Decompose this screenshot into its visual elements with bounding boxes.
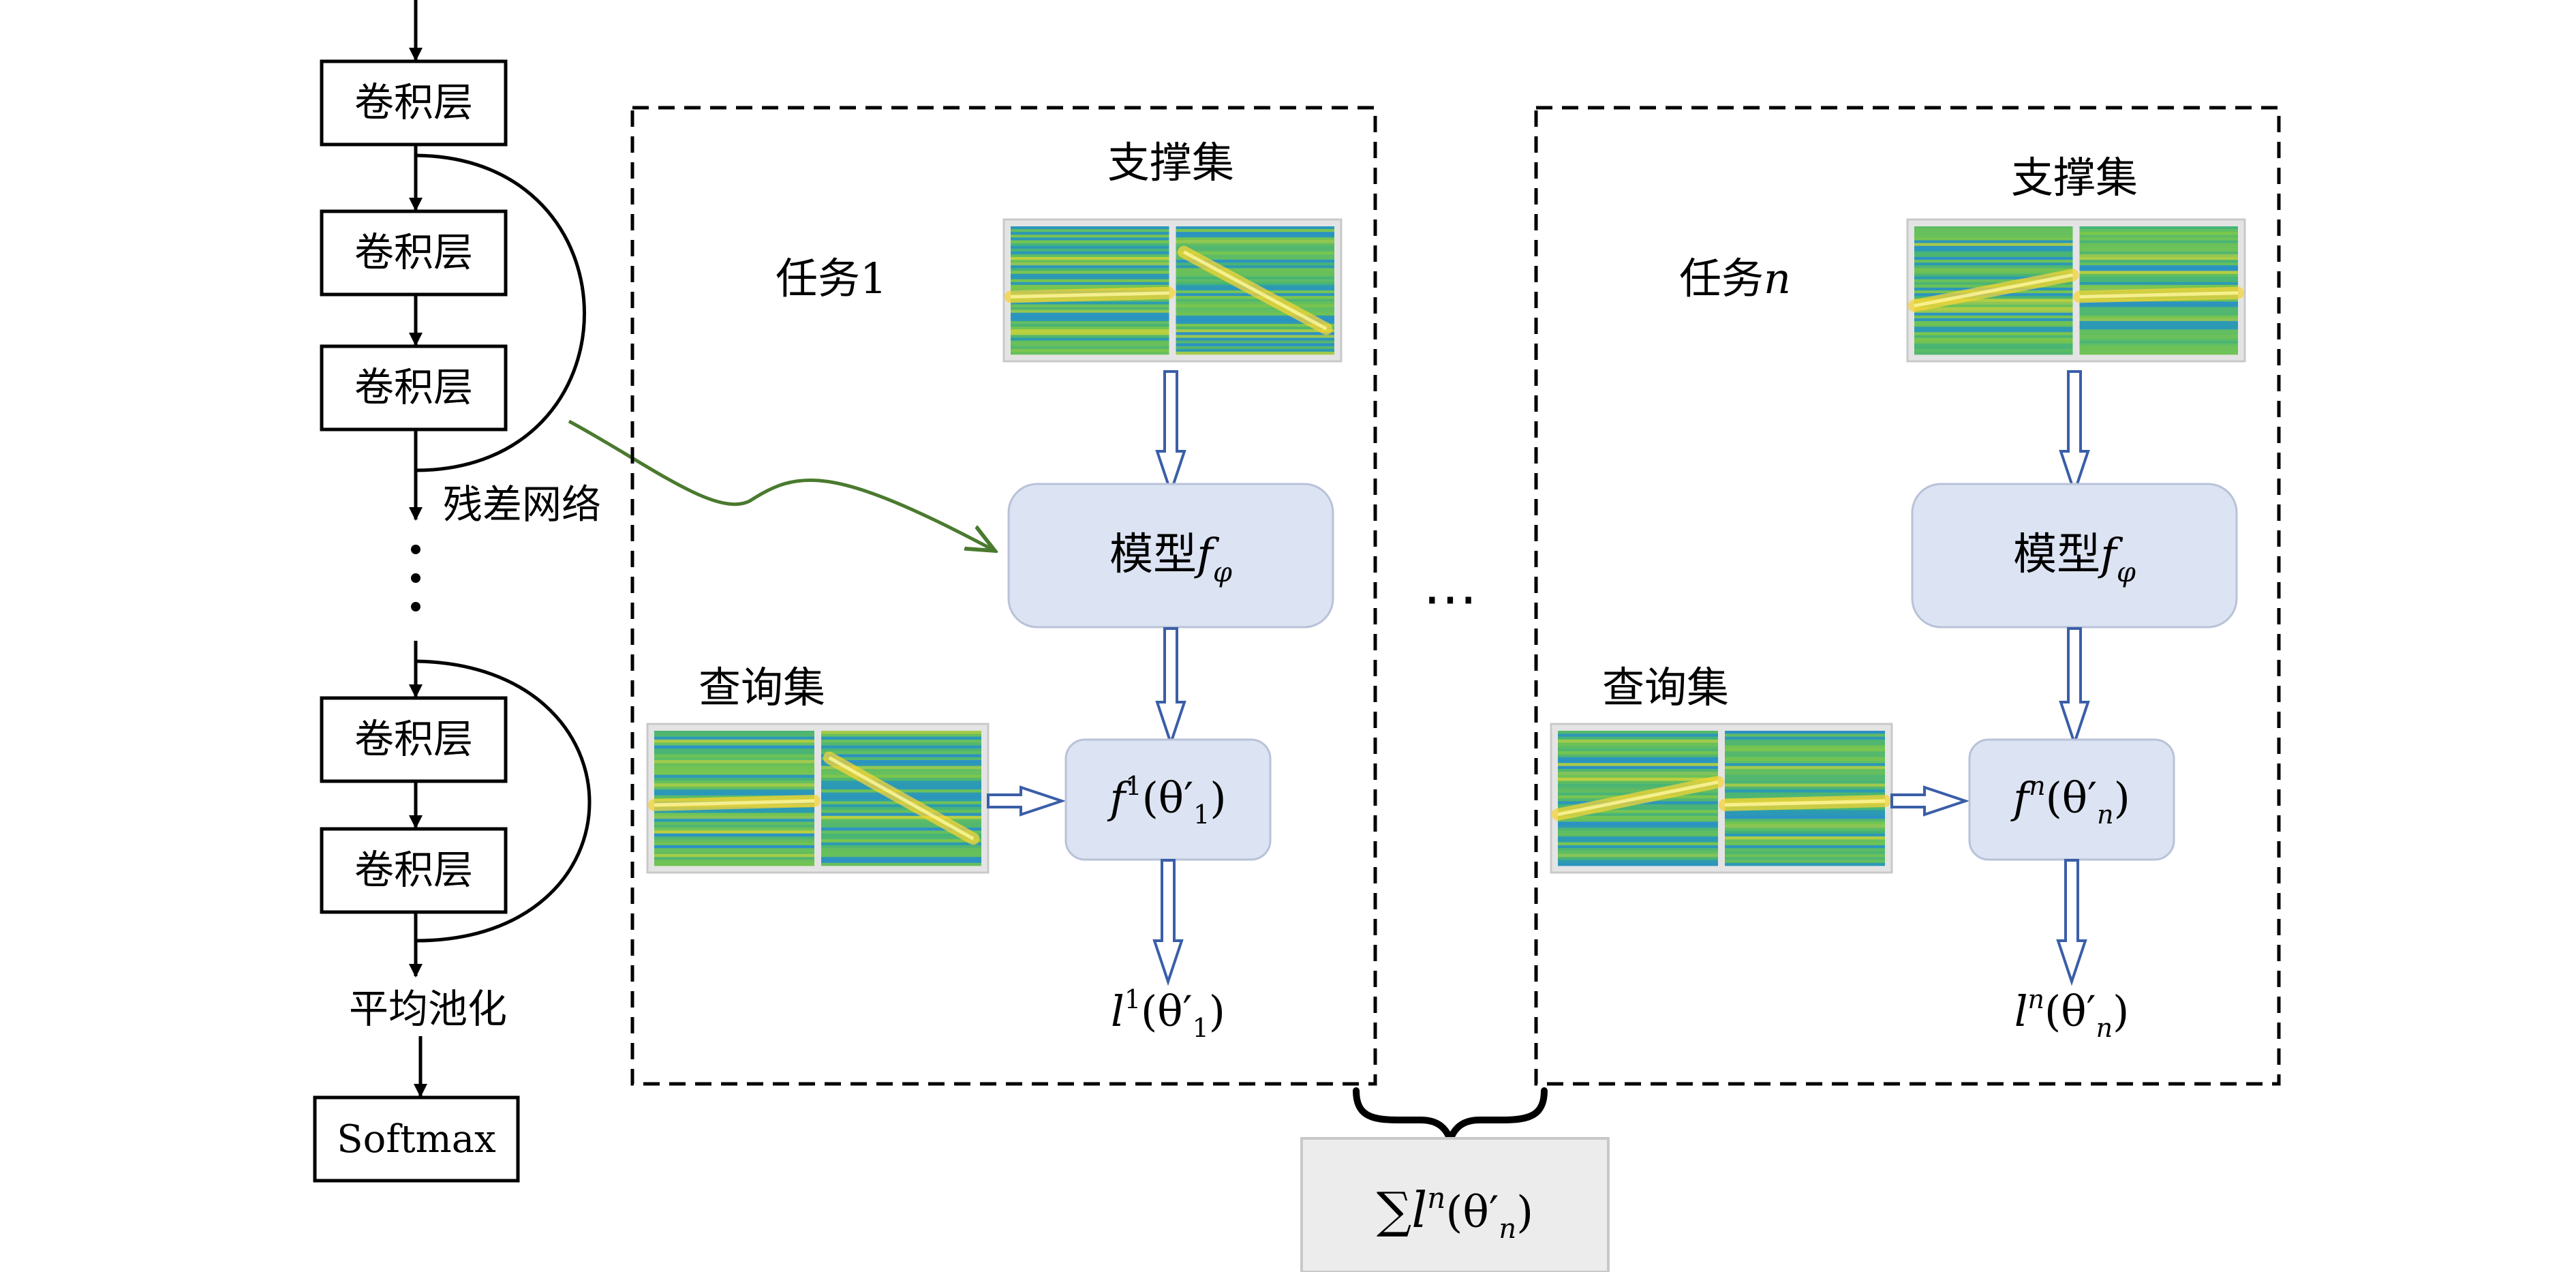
conv-layer-3: 卷积层 <box>320 344 508 431</box>
adapted-sup: 1 <box>1125 771 1141 801</box>
spectrogram-panel <box>1719 731 1891 866</box>
spectrogram-panel <box>1176 226 1334 355</box>
model-subscript: φ <box>2117 557 2136 588</box>
adapted-theta: (θ′ <box>1142 773 1194 823</box>
query-set-label: 查询集 <box>699 663 825 712</box>
adapted-model-formula: fn(θ′n) <box>2010 771 2130 830</box>
task-label: 任务n <box>1679 254 1791 303</box>
task-index: 1 <box>860 254 887 303</box>
conv-layer-label: 卷积层 <box>354 364 473 410</box>
adapted-theta-sub: 1 <box>1193 800 1210 830</box>
task-index: n <box>1764 254 1791 303</box>
model-box: 模型fφ <box>1007 483 1334 629</box>
network-to-model-arrow <box>568 419 995 551</box>
task-label-prefix: 任务 <box>1679 254 1764 303</box>
conv-layer-label: 卷积层 <box>354 847 473 893</box>
adapted-sup: n <box>2029 771 2045 801</box>
model-to-adapted-arrow <box>2059 627 2090 748</box>
loss-sum-box: ∑ln(θ′n) <box>1300 1137 1610 1272</box>
conv-layer-5: 卷积层 <box>320 827 508 914</box>
adapted-model-formula: f1(θ′1) <box>1107 771 1226 830</box>
support-to-model-arrow <box>1155 370 1186 497</box>
loss-sup: n <box>2028 984 2044 1014</box>
spectrogram-panel <box>1552 731 1724 866</box>
conv-layer-label: 卷积层 <box>354 79 473 125</box>
query-to-adapted-arrow <box>987 785 1067 817</box>
adapted-to-loss-arrow <box>1152 859 1184 986</box>
residual-network-label: 残差网络 <box>443 481 601 528</box>
model-label-text: 模型 <box>2013 530 2100 580</box>
sum-theta-sub: n <box>1499 1213 1516 1245</box>
adapted-close: ) <box>2114 773 2130 823</box>
adapted-theta-sub: n <box>2097 800 2113 830</box>
loss-close: ) <box>1209 986 1225 1036</box>
model-subscript: φ <box>1213 557 1232 588</box>
support-set-label: 支撑集 <box>2011 153 2138 202</box>
support-set-image <box>1906 218 2246 363</box>
loss-sum-formula: ∑ln(θ′n) <box>1377 1181 1533 1245</box>
model-to-adapted-arrow <box>1155 627 1186 748</box>
loss-l: l <box>2014 986 2028 1036</box>
softmax-label: Softmax <box>337 1117 495 1162</box>
spectrogram-panel <box>2073 226 2244 355</box>
loss-theta: (θ′ <box>1141 986 1193 1036</box>
query-to-adapted-arrow <box>1890 785 1970 817</box>
conv-layer-label: 卷积层 <box>354 229 473 275</box>
query-set-label: 查询集 <box>1602 663 1729 712</box>
sum-close-paren: ) <box>1516 1187 1533 1238</box>
support-set-label: 支撑集 <box>1107 138 1234 187</box>
loss-close: ) <box>2113 986 2129 1036</box>
task-loss-formula: l1(θ′1) <box>1111 984 1225 1043</box>
task-label-prefix: 任务 <box>776 254 860 303</box>
softmax-box: Softmax <box>313 1095 520 1183</box>
loss-sup: 1 <box>1124 984 1141 1014</box>
residual-skip-1 <box>415 153 586 472</box>
query-set-image <box>1550 723 1893 874</box>
loss-l: l <box>1111 986 1124 1036</box>
loss-theta: (θ′ <box>2044 986 2096 1036</box>
spectrogram-panel <box>1908 226 2079 355</box>
adapted-close: ) <box>1210 773 1226 823</box>
model-label: 模型fφ <box>1109 530 1232 588</box>
task-loss-formula: ln(θ′n) <box>2014 984 2130 1043</box>
spectrogram-panel <box>821 731 981 866</box>
query-set-image <box>646 723 990 874</box>
task-panels: 任务1支撑集模型fφ查询集f1(θ′1)l1(θ′1)任务n支撑集模型fφ查询集… <box>630 106 2281 1086</box>
task-label: 任务1 <box>776 254 887 303</box>
vertical-ellipsis <box>411 545 420 611</box>
spectrogram-panel <box>1005 226 1176 355</box>
adapted-model-box: f1(θ′1) <box>1064 738 1272 861</box>
adapted-to-loss-arrow <box>2056 859 2087 986</box>
sum-sup: n <box>1427 1181 1445 1215</box>
conv-layer-2: 卷积层 <box>320 209 508 297</box>
support-to-model-arrow <box>2059 370 2090 497</box>
sum-brace <box>1353 1087 1548 1151</box>
adapted-model-box: fn(θ′n) <box>1968 738 2175 861</box>
conv-layer-1: 卷积层 <box>320 59 508 147</box>
spectrogram-panel <box>648 731 821 866</box>
model-box: 模型fφ <box>1911 483 2238 629</box>
adapted-theta: (θ′ <box>2046 773 2098 823</box>
resnet-column: 卷积层 卷积层 卷积层 残差网络 卷积层 卷积层 <box>313 0 601 1183</box>
support-set-image <box>1002 218 1343 363</box>
sum-sigma: ∑ <box>1377 1181 1411 1239</box>
conv-layer-4: 卷积层 <box>320 696 508 783</box>
loss-theta-sub: 1 <box>1193 1013 1209 1043</box>
task-ellipsis: ⋯ <box>1423 566 1477 630</box>
model-label-text: 模型 <box>1109 530 1197 580</box>
residual-skip-2 <box>415 659 592 943</box>
average-pooling-label: 平均池化 <box>349 986 507 1032</box>
sum-l: l <box>1411 1181 1427 1239</box>
loss-theta-sub: n <box>2096 1013 2113 1043</box>
sum-open-paren: (θ′ <box>1445 1187 1499 1238</box>
conv-layer-label: 卷积层 <box>354 716 473 762</box>
